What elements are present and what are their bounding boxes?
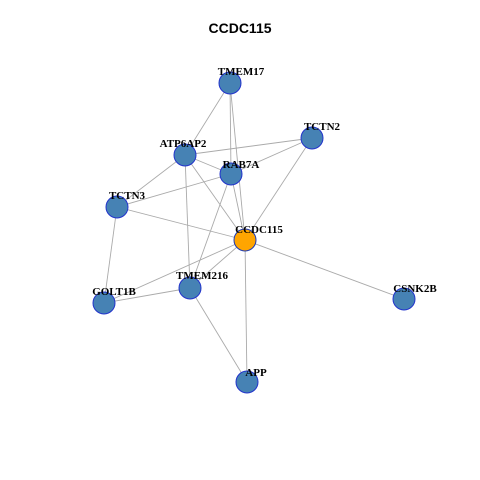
node-layer xyxy=(92,71,416,394)
node-ccdc115[interactable] xyxy=(233,228,257,252)
node-label-tmem216: TMEM216 xyxy=(176,270,228,282)
edge-ccdc115-tmem216 xyxy=(189,239,246,289)
graph-title: CCDC115 xyxy=(208,20,272,36)
node-app[interactable] xyxy=(235,370,259,394)
node-tmem17[interactable] xyxy=(218,71,242,95)
node-label-golt1b: GOLT1B xyxy=(92,286,136,298)
edge-rab7a-tctn2 xyxy=(230,137,313,175)
node-label-tctn2: TCTN2 xyxy=(304,121,341,133)
node-label-tmem17: TMEM17 xyxy=(218,66,265,78)
edge-tctn3-golt1b xyxy=(103,206,118,304)
node-csnk2b[interactable] xyxy=(392,287,416,311)
edge-tmem17-ccdc115 xyxy=(229,82,246,241)
edge-ccdc115-csnk2b xyxy=(244,239,405,300)
node-tctn2[interactable] xyxy=(300,126,324,150)
node-label-atp6ap2: ATP6AP2 xyxy=(160,138,207,150)
edge-atp6ap2-tctn2 xyxy=(184,137,313,156)
edge-ccdc115-tctn2 xyxy=(244,137,313,241)
node-label-tctn3: TCTN3 xyxy=(109,190,146,202)
edge-atp6ap2-tctn3 xyxy=(116,154,186,208)
edge-tmem216-golt1b xyxy=(103,287,191,304)
edge-ccdc115-golt1b xyxy=(103,239,246,304)
node-label-csnk2b: CSNK2B xyxy=(393,283,437,295)
node-rab7a[interactable] xyxy=(219,162,243,186)
node-golt1b[interactable] xyxy=(92,291,116,315)
node-label-ccdc115: CCDC115 xyxy=(235,224,283,236)
edge-rab7a-tctn3 xyxy=(116,173,232,208)
edge-tmem17-atp6ap2 xyxy=(184,82,231,156)
node-label-app: APP xyxy=(245,367,267,379)
node-tmem216[interactable] xyxy=(178,276,202,300)
node-tctn3[interactable] xyxy=(105,195,129,219)
node-atp6ap2[interactable] xyxy=(173,143,197,167)
edge-ccdc115-app xyxy=(244,239,248,383)
edge-tmem216-app xyxy=(189,287,248,383)
edge-tmem17-rab7a xyxy=(229,82,232,175)
edge-atp6ap2-ccdc115 xyxy=(184,154,246,241)
edge-tctn3-ccdc115 xyxy=(116,206,246,241)
edge-atp6ap2-tmem216 xyxy=(184,154,191,289)
node-label-rab7a: RAB7A xyxy=(223,159,260,171)
